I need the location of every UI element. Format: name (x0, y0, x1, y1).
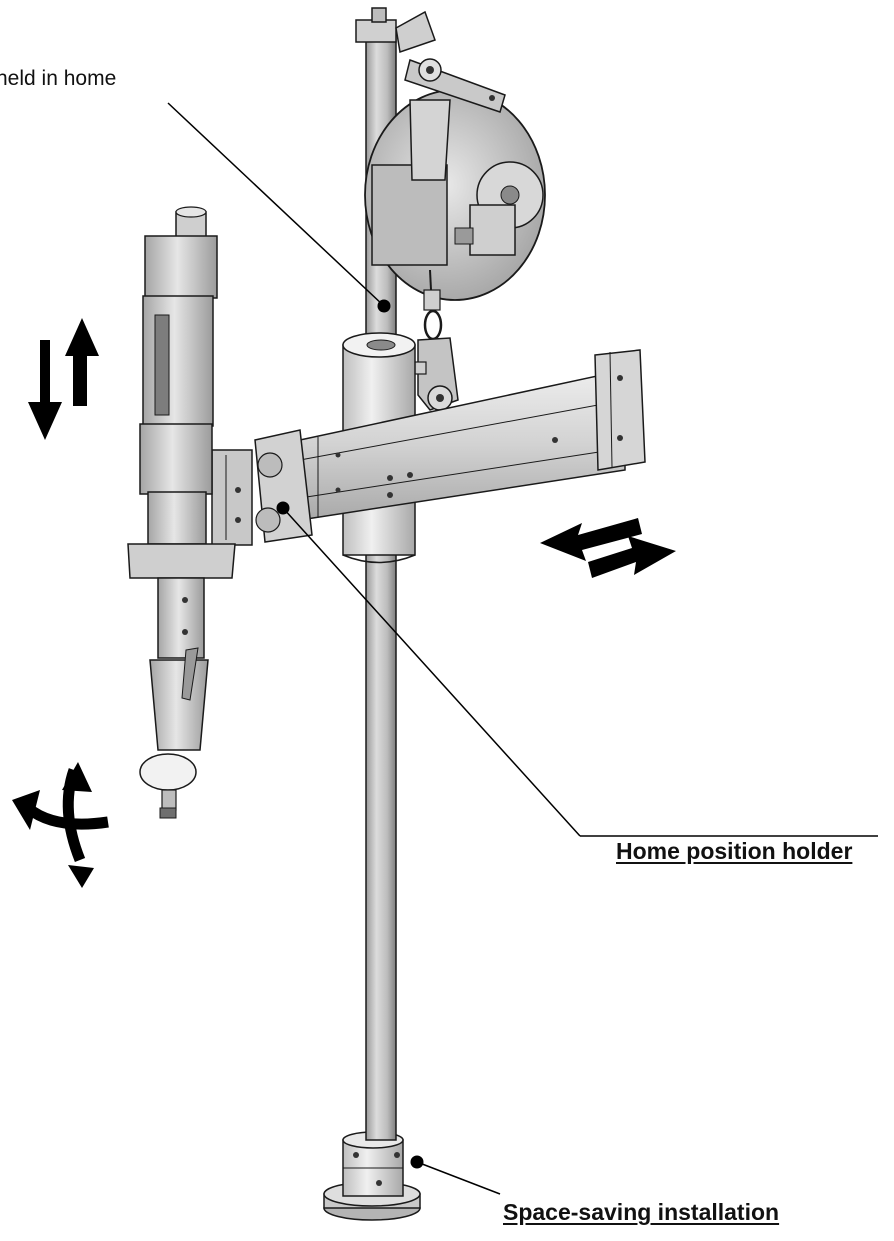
rotation-arrows-icon (12, 762, 109, 888)
nutrunner-tool (127, 206, 236, 819)
leader-line-top (167, 102, 391, 313)
pole-top-cap (355, 7, 436, 53)
left-right-arrows-icon (540, 518, 676, 578)
linear-arm (299, 349, 646, 521)
callout-held-in-home: held in home (0, 67, 117, 90)
callout-space-saving-installation: Space-saving installation (503, 1199, 780, 1225)
balancer-hook (395, 269, 459, 411)
upper-link (404, 58, 506, 113)
spring-balancer (364, 89, 546, 301)
up-down-arrows-icon (28, 318, 99, 440)
callout-home-position-holder: Home position holder (616, 838, 853, 864)
leader-line-home-holder (276, 501, 878, 837)
leader-line-install (410, 1155, 501, 1195)
tool-holder-block (211, 429, 313, 546)
base-clamp (342, 1131, 404, 1197)
